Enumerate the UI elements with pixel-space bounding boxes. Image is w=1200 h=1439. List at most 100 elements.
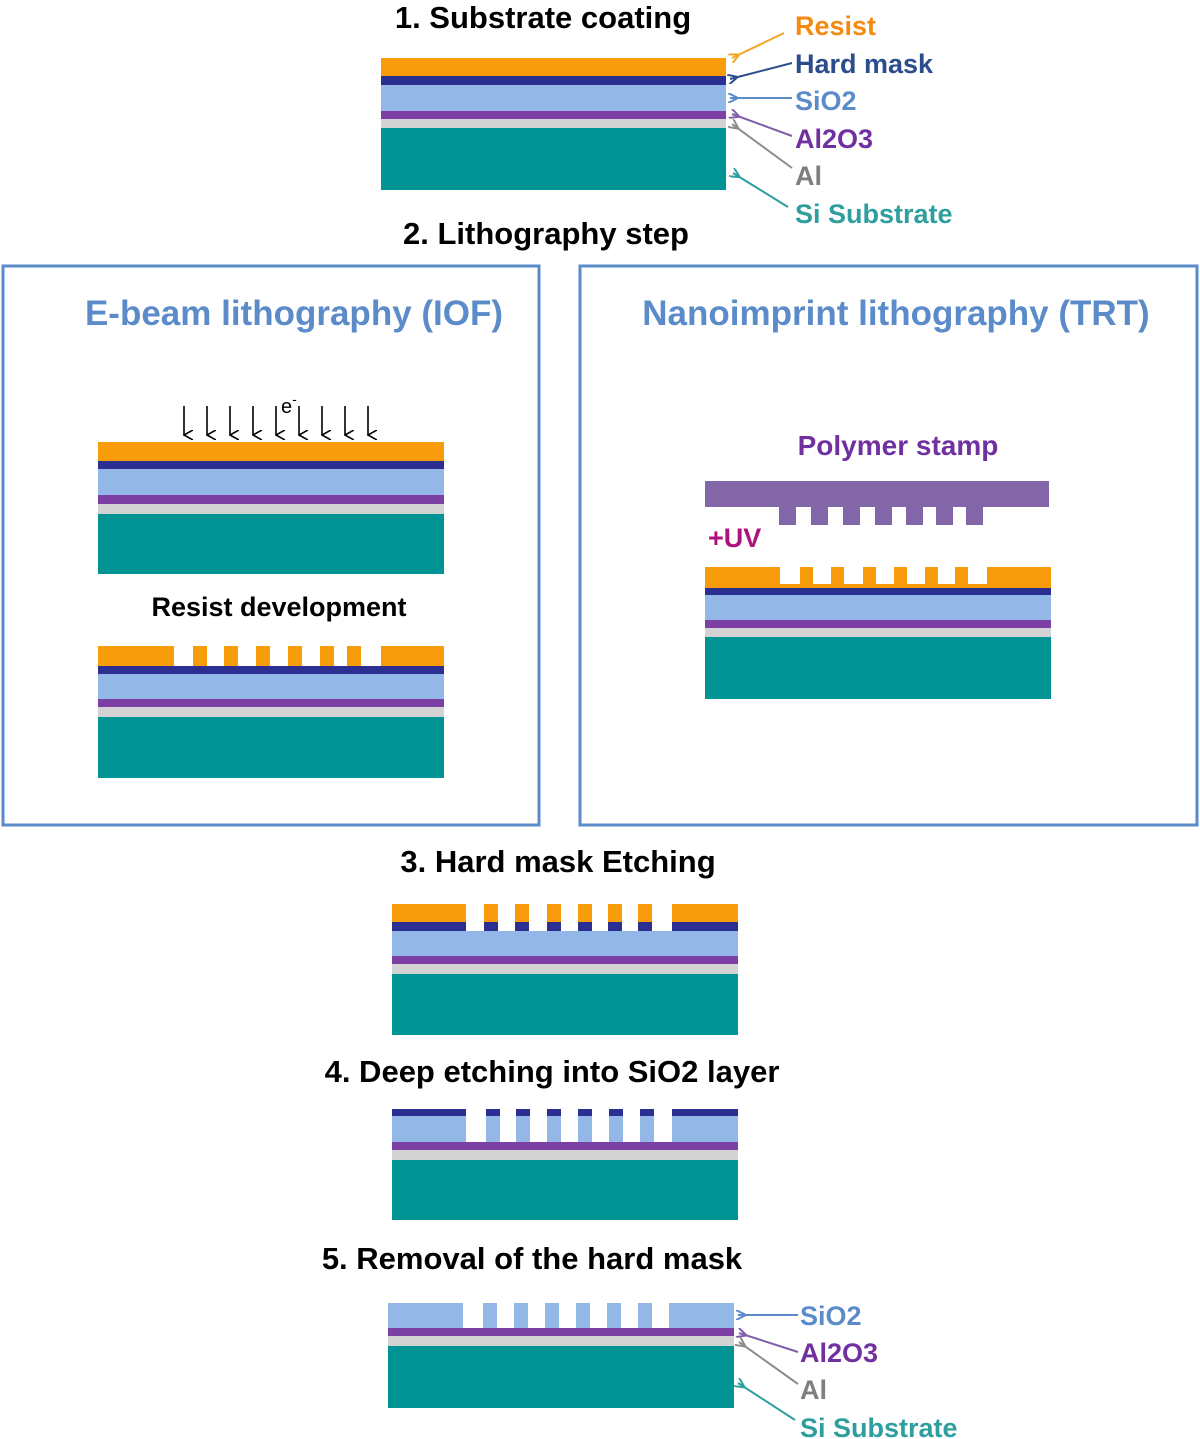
sio2-right-block: [672, 1116, 738, 1142]
nil-stack-imprinted: [705, 567, 1051, 699]
al2o3-layer: [392, 956, 738, 964]
resist-line: [925, 567, 938, 588]
resist-right-block: [672, 904, 738, 922]
resist-line: [863, 567, 876, 588]
resist-development-label: Resist development: [151, 592, 406, 622]
al2o3-arrow: [739, 1333, 799, 1353]
substrate-layer: [388, 1346, 734, 1408]
stamp-tooth: [843, 505, 860, 525]
label-hard-mask: Hard mask: [795, 49, 934, 79]
resist-arrow: [732, 32, 785, 58]
substrate-layer: [98, 717, 444, 778]
hard-mask-line: [547, 1109, 561, 1116]
label-al2o3: Al2O3: [800, 1338, 878, 1368]
resist-line: [347, 646, 361, 666]
substrate-layer: [381, 128, 726, 190]
resist-line: [320, 646, 334, 666]
step1-stack: [381, 58, 726, 190]
al-arrow: [732, 124, 793, 169]
stamp-tooth: [875, 505, 892, 525]
substrate-arrow: [733, 173, 789, 208]
step1-title: 1. Substrate coating: [395, 0, 691, 35]
resist-layer: [98, 442, 444, 461]
stamp-tooth: [906, 505, 923, 525]
hard-mask-line: [578, 922, 592, 931]
sio2-pillar: [514, 1303, 528, 1328]
stamp-tooth: [936, 505, 953, 525]
label-al: Al: [795, 161, 822, 191]
al-arrow: [739, 1342, 799, 1385]
al-layer: [392, 1150, 738, 1160]
resist-line: [224, 646, 238, 666]
resist-left-block: [705, 567, 780, 588]
substrate-layer: [98, 514, 444, 574]
resist-right-block: [381, 646, 444, 666]
resist-line: [955, 567, 968, 588]
sio2-layer: [98, 469, 444, 495]
nil-title: Nanoimprint lithography (TRT): [642, 294, 1149, 333]
sio2-pillar: [607, 1303, 621, 1328]
hard-mask-line: [578, 1109, 592, 1116]
sio2-left-block: [388, 1303, 463, 1328]
hard-mask-line: [515, 922, 529, 931]
uv-label: +UV: [708, 523, 761, 553]
hard-mask-right-block: [672, 922, 738, 931]
label-si-substrate: Si Substrate: [800, 1413, 958, 1439]
hard-mask-right-block: [672, 1109, 738, 1116]
sio2-pillar: [578, 1116, 592, 1142]
sio2-pillar: [609, 1116, 623, 1142]
al-layer: [98, 707, 444, 717]
hard-mask-line: [516, 1109, 530, 1116]
resist-line: [288, 646, 302, 666]
hard-mask-left-block: [392, 922, 466, 931]
hard-mask-line: [547, 922, 561, 931]
electron-beam-arrows: [184, 406, 368, 435]
substrate-layer: [705, 637, 1051, 699]
substrate-layer: [392, 1160, 738, 1220]
resist-line: [515, 904, 529, 922]
step4-stack: [392, 1109, 738, 1220]
step5-title: 5. Removal of the hard mask: [322, 1241, 743, 1276]
sio2-layer: [705, 595, 1051, 620]
sio2-layer: [98, 674, 444, 699]
ebeam-title: E-beam lithography (IOF): [85, 294, 503, 333]
stamp-tooth: [779, 505, 796, 525]
polymer-stamp-label: Polymer stamp: [798, 430, 999, 461]
al2o3-layer: [381, 111, 726, 119]
resist-line: [608, 904, 622, 922]
polymer-stamp: [705, 481, 1049, 525]
ebeam-stack-exposed: [98, 442, 444, 574]
resist-right-block: [987, 567, 1051, 588]
hard-mask-layer: [98, 461, 444, 469]
substrate-arrow: [738, 1383, 796, 1421]
al-layer: [388, 1336, 734, 1346]
al-layer: [98, 504, 444, 514]
resist-line: [831, 567, 844, 588]
al2o3-layer: [392, 1142, 738, 1150]
hard-mask-line: [484, 922, 498, 931]
hard-mask-line: [608, 922, 622, 931]
resist-line: [547, 904, 561, 922]
legend-bottom: SiO2 Al2O3 Al Si Substrate: [738, 1301, 958, 1439]
hard-mask-arrow: [730, 62, 793, 79]
resist-line: [894, 567, 907, 588]
resist-line: [800, 567, 813, 588]
sio2-pillar: [545, 1303, 559, 1328]
hard-mask-left-block: [392, 1109, 466, 1116]
nil-panel: Nanoimprint lithography (TRT) Polymer st…: [578, 264, 1199, 827]
stamp-tooth: [966, 505, 983, 525]
ebeam-stack-developed: [98, 646, 444, 778]
label-sio2: SiO2: [795, 86, 857, 116]
al2o3-layer: [388, 1328, 734, 1336]
sio2-pillar: [638, 1303, 652, 1328]
resist-residual-layer: [705, 584, 1051, 588]
stamp-body: [705, 481, 1049, 507]
step3-stack: [392, 904, 738, 1035]
sio2-pillar: [516, 1116, 530, 1142]
substrate-layer: [392, 974, 738, 1035]
resist-line: [484, 904, 498, 922]
sio2-pillar: [640, 1116, 654, 1142]
al-layer: [381, 119, 726, 128]
hard-mask-layer: [705, 588, 1051, 595]
sio2-pillar: [576, 1303, 590, 1328]
